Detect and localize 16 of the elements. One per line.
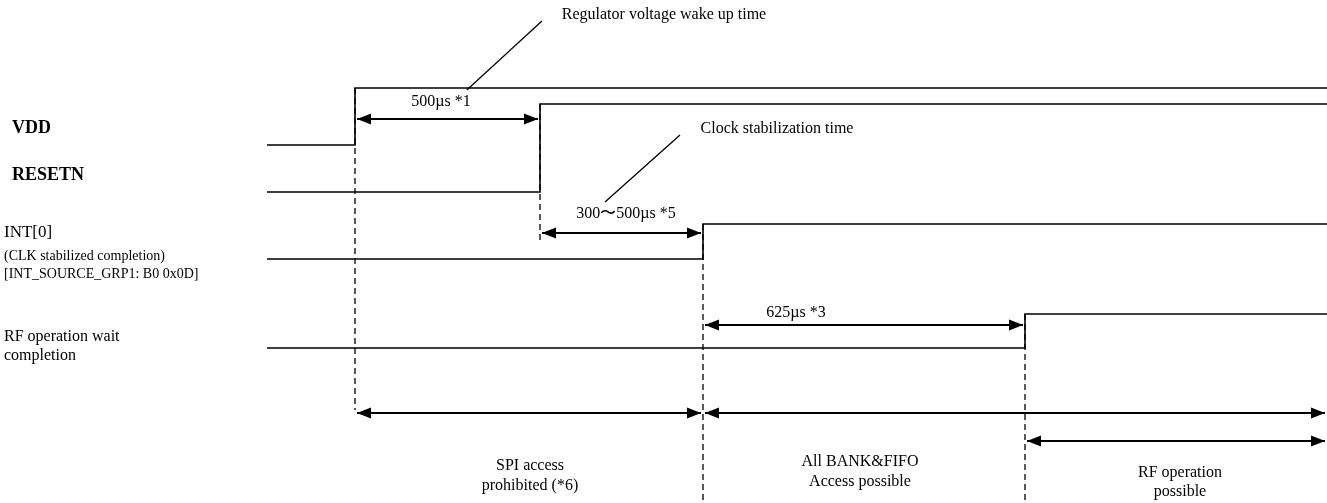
signal-note: (CLK stabilized completion) (4, 247, 166, 265)
timing-label: 625µs *3 (765, 302, 827, 323)
timing-label: 500µs *1 (398, 90, 484, 112)
period-label: SPI access prohibited (*6) (480, 455, 580, 495)
leader-line (604, 134, 681, 203)
period-label: RF operation possible (1137, 462, 1223, 500)
register-note: [INT_SOURCE_GRP1: B0 0x0D] (4, 265, 200, 283)
callout-text: Clock stabilization time (682, 117, 872, 139)
signal-name: RESETN (12, 163, 86, 186)
signal-name: INT[0] (4, 221, 54, 243)
timing-label: 300〜500µs *5 (551, 202, 701, 224)
signal-name: VDD (12, 116, 52, 139)
signal-name: RF operation wait completion (4, 326, 121, 364)
leader-line (466, 20, 543, 91)
callout-text: Regulator voltage wake up time (544, 3, 784, 25)
period-label: All BANK&FIFO Access possible (800, 451, 920, 491)
